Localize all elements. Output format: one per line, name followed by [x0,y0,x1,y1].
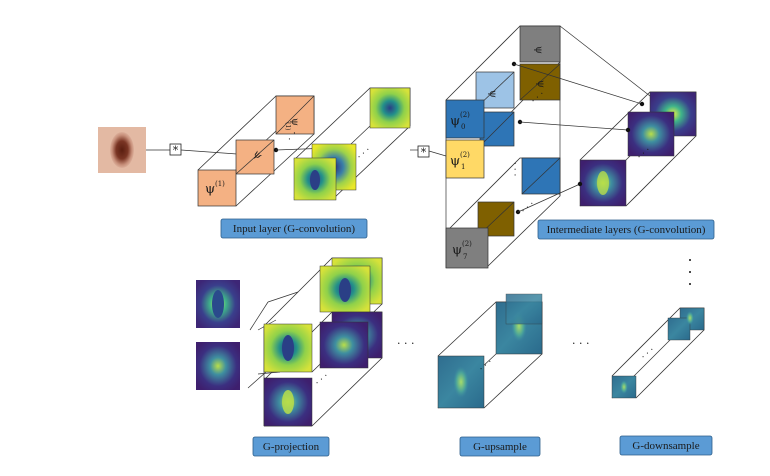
svg-text:(2): (2) [462,240,472,248]
ellipsis-between-projection-upsample: · · · [397,337,414,350]
conv-line-1 [180,149,238,155]
ellipsis-between-upsample-downsample: · · · [572,337,589,350]
svg-text:·: · [288,135,291,145]
label-intermediate-layers: Intermediate layers (G-convolution) [537,219,715,240]
filter-psi1 [445,139,485,179]
svg-text:· · ·: · · · [520,199,537,216]
svg-text:7: 7 [463,253,467,261]
input-filter-stack: ψ (1) · · ψ ψ (1) [197,95,315,207]
svg-text:(1): (1) [284,122,291,131]
svg-text:ψ: ψ [289,118,300,126]
svg-text:*: * [173,144,179,157]
filter-psi0 [445,99,485,139]
svg-text:G-downsample: G-downsample [632,440,699,452]
vertical-continuation-dots [689,259,691,285]
svg-text:(2): (2) [460,151,470,159]
label-g-upsample: G-upsample [459,436,541,457]
g-projection-feature-maps: · · · [263,257,383,427]
intermediate-connections [511,25,651,215]
input-lesion-image [98,127,146,173]
svg-text:*: * [421,146,427,159]
svg-text:Intermediate layers (G-convolu: Intermediate layers (G-convolution) [547,224,706,236]
svg-text:G-projection: G-projection [263,441,320,453]
svg-text:ψ: ψ [450,114,460,129]
label-g-downsample: G-downsample [619,435,713,456]
g-downsample-feature-maps: · · · [611,307,705,399]
input-filter-psi1 [197,169,237,207]
intermediate-feature-maps: · · · [577,91,697,207]
svg-text:ψ: ψ [450,154,460,169]
input-feature-maps: · · · [293,87,411,201]
conv-operator-2: * [410,145,447,159]
svg-text:(2): (2) [460,111,470,119]
svg-text:· · ·: · · · [509,162,519,176]
psi-superscript: (1) [215,180,225,188]
svg-text:1: 1 [461,163,465,171]
filter-psi7 [445,227,489,269]
svg-text:0: 0 [461,123,465,131]
svg-text:ψ: ψ [487,90,498,98]
svg-text:·: · [293,129,296,139]
svg-text:G-upsample: G-upsample [473,441,527,453]
intermediate-filter-stack: ψ ψ ψ ψ (2) 0 ψ (2) 1 ψ (2) 7 · · · [445,25,561,269]
svg-text:ψ: ψ [452,243,462,258]
filter-gray-back [519,25,561,63]
psi-symbol: ψ [205,182,215,197]
g-upsample-feature-maps: · · · [437,293,543,409]
g-projection-outputs [196,280,240,390]
svg-text:ψ: ψ [535,80,546,88]
label-input-layer: Input layer (G-convolution) [220,218,368,239]
svg-text:· · ·: · · · [314,371,331,388]
svg-text:ψ: ψ [533,46,544,54]
svg-text:· · ·: · · · [640,345,657,362]
svg-text:Input layer (G-convolution): Input layer (G-convolution) [233,223,356,235]
svg-text:· · ·: · · · [356,145,373,162]
conv-operator-1: * [169,143,182,157]
label-g-projection: G-projection [252,436,330,457]
projection-output-map-2 [196,342,240,390]
